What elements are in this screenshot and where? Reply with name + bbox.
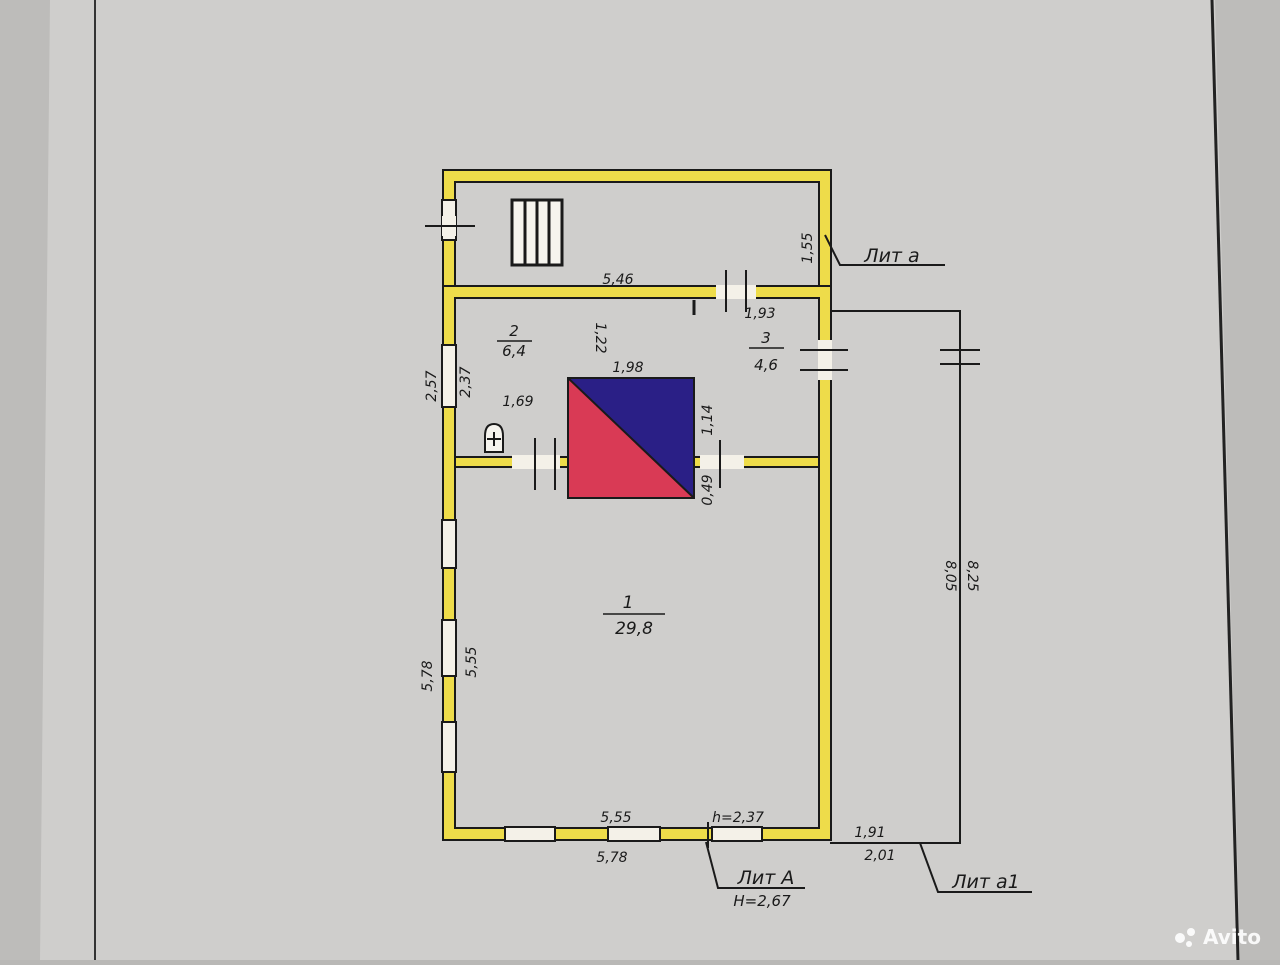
watermark-dot-1 (1175, 933, 1185, 943)
room-labels: 2 6,4 3 4,6 1 29,8 (497, 322, 784, 639)
dim-stove-offset: 0,49 (700, 474, 716, 505)
window-left-2 (441, 619, 457, 677)
dim-room2-depth: 1,22 (592, 322, 608, 353)
window-bottom-2 (607, 826, 661, 842)
lit-A-height: Н=2,67 (733, 892, 791, 910)
room1-number: 1 (623, 593, 634, 613)
lit-a1-leader (919, 842, 1032, 893)
room3-area: 4,6 (754, 356, 778, 374)
dim-room1-outer-width: 5,78 (596, 850, 627, 866)
dim-porch-width: 5,46 (602, 272, 633, 288)
window-bottom-3 (711, 826, 763, 842)
window-bottom-1 (504, 826, 556, 842)
watermark-dot-3 (1186, 941, 1192, 947)
lit-labels: Лит а Лит А Н=2,67 Лит а1 (705, 234, 1032, 910)
door-room3-annex-gap (818, 340, 832, 380)
lit-a-label: Лит а (863, 245, 919, 267)
stairs-icon (510, 198, 564, 267)
dim-room3-depth: 1,14 (700, 404, 716, 435)
room3-number: 3 (761, 329, 771, 347)
dim-room1-inner-width: 5,55 (600, 810, 631, 826)
door-porch-room3-gap (716, 285, 756, 299)
doors (425, 216, 980, 848)
dim-room2-outer-height: 2,57 (424, 370, 440, 401)
dim-annex-inner-width: 1,91 (854, 825, 885, 841)
dim-porch-depth: 1,55 (800, 232, 816, 263)
window-left-1 (441, 519, 457, 569)
dim-annex-outer-width: 2,01 (864, 848, 895, 864)
room2-area: 6,4 (502, 342, 526, 360)
windows (441, 199, 763, 842)
frame-right-line (1210, 0, 1240, 961)
dim-annex-outer-length: 8,25 (964, 560, 980, 591)
dim-room1-outer-height: 5,78 (420, 660, 436, 691)
ceiling-height: h=2,37 (712, 810, 764, 826)
dimension-labels: 5,46 1,55 1,22 2,37 2,57 1,69 1,98 1,14 … (420, 232, 980, 866)
watermark: Avito (1175, 925, 1261, 949)
room1-area: 29,8 (615, 619, 653, 639)
window-room2 (441, 344, 457, 408)
dim-room2-inner-height: 2,37 (458, 366, 474, 397)
dim-annex-inner-length: 8,05 (942, 560, 958, 591)
lit-A-leader (705, 841, 805, 889)
dim-room1-inner-height: 5,55 (464, 646, 480, 677)
lit-a1-label: Лит а1 (951, 871, 1019, 893)
dim-stove-width: 1,98 (612, 360, 643, 376)
annex-outline (830, 310, 961, 844)
watermark-logo-icon: Avito (1203, 925, 1261, 949)
window-left-3 (441, 721, 457, 773)
watermark-dot-2 (1187, 928, 1195, 936)
lit-a-leader (824, 234, 945, 266)
dim-room2-width: 1,69 (502, 394, 533, 410)
lit-A-label: Лит А (737, 867, 795, 889)
room2-number: 2 (509, 322, 519, 340)
dim-room3-width: 1,93 (744, 306, 775, 322)
door-room3-room1-gap (700, 455, 744, 469)
stove-icon (567, 377, 695, 499)
boiler-icon (484, 422, 504, 453)
